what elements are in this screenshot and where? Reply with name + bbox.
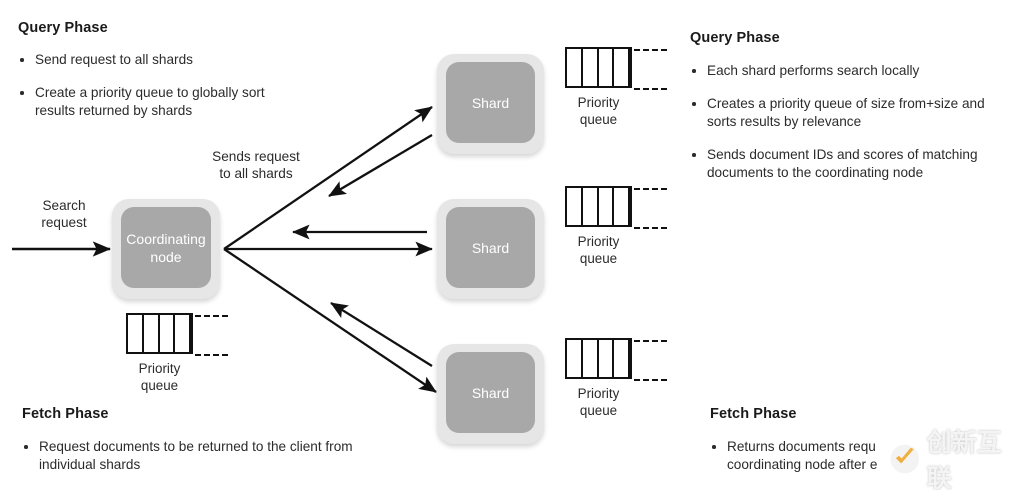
queue-overflow-dashes: [634, 49, 667, 90]
queue-cell: [614, 340, 630, 377]
queue-cell: [567, 49, 583, 86]
watermark-text: 创新互联: [926, 428, 1002, 490]
shard-node-3[interactable]: Shard: [437, 344, 544, 444]
watermark: 创新互联: [886, 428, 1016, 490]
right-fetch-phase-title: Fetch Phase: [710, 406, 797, 422]
queue-cell: [583, 340, 599, 377]
priority-queue-label: Priority queue: [138, 361, 181, 393]
shard-node-1[interactable]: Shard: [437, 54, 544, 154]
coordinating-node[interactable]: Coordinating node: [112, 199, 220, 299]
shard-node-1-label: Shard: [446, 62, 535, 143]
shard-node-2-label: Shard: [446, 207, 535, 288]
priority-queue-shard-3: Priority queue: [565, 338, 667, 419]
search-request-label: Search request: [41, 198, 87, 230]
queue-cell: [144, 315, 160, 352]
queue-cell: [567, 340, 583, 377]
queue-cell: [614, 49, 630, 86]
left-fetch-phase-title: Fetch Phase: [22, 406, 109, 422]
arrow-node-to-shard-3: [223, 248, 437, 393]
list-item: Request documents to be returned to the …: [22, 438, 362, 474]
watermark-logo-icon: [890, 444, 920, 474]
shard-node-3-label: Shard: [446, 352, 535, 433]
priority-queue-cells: [565, 47, 667, 90]
queue-cell: [599, 188, 615, 225]
priority-queue-label: Priority queue: [577, 234, 620, 266]
list-item: Send request to all shards: [18, 51, 308, 69]
list-item: Sends document IDs and scores of matchin…: [690, 146, 1002, 182]
list-item: Each shard performs search locally: [690, 62, 1002, 80]
right-query-phase-bullets: Each shard performs search locally Creat…: [690, 62, 1002, 197]
priority-queue-cells: [565, 338, 667, 381]
right-fetch-phase-bullets: Returns documents requ coordinating node…: [710, 438, 1010, 489]
arrow-shard-3-to-node: [330, 302, 433, 367]
right-query-phase-title: Query Phase: [690, 30, 780, 46]
left-query-phase-title: Query Phase: [18, 20, 108, 36]
priority-queue-label: Priority queue: [577, 95, 620, 127]
priority-queue-cells: [565, 186, 667, 229]
list-item: Creates a priority queue of size from+si…: [690, 95, 1002, 131]
queue-overflow-dashes: [634, 188, 667, 229]
left-fetch-phase-bullets: Request documents to be returned to the …: [22, 438, 362, 489]
shard-node-2[interactable]: Shard: [437, 199, 544, 299]
queue-cell: [583, 188, 599, 225]
queue-cell: [599, 340, 615, 377]
priority-queue-label: Priority queue: [577, 386, 620, 418]
queue-overflow-dashes: [634, 340, 667, 381]
queue-cell: [599, 49, 615, 86]
list-item: Create a priority queue to globally sort…: [18, 84, 308, 120]
arrow-shard-1-to-node: [328, 134, 433, 197]
queue-cell: [128, 315, 144, 352]
queue-cell: [160, 315, 176, 352]
coordinating-node-label: Coordinating node: [121, 207, 211, 288]
priority-queue-shard-2: Priority queue: [565, 186, 667, 267]
priority-queue-cells: [126, 313, 228, 356]
sends-request-label: Sends request to all shards: [212, 149, 300, 181]
priority-queue-shard-1: Priority queue: [565, 47, 667, 128]
left-query-phase-bullets: Send request to all shards Create a prio…: [18, 51, 308, 135]
queue-cell: [567, 188, 583, 225]
queue-overflow-dashes: [195, 315, 228, 356]
queue-cell: [614, 188, 630, 225]
priority-queue-coordinating: Priority queue: [126, 313, 228, 394]
queue-cell: [175, 315, 191, 352]
queue-cell: [583, 49, 599, 86]
list-item: Returns documents requ coordinating node…: [710, 438, 1010, 474]
